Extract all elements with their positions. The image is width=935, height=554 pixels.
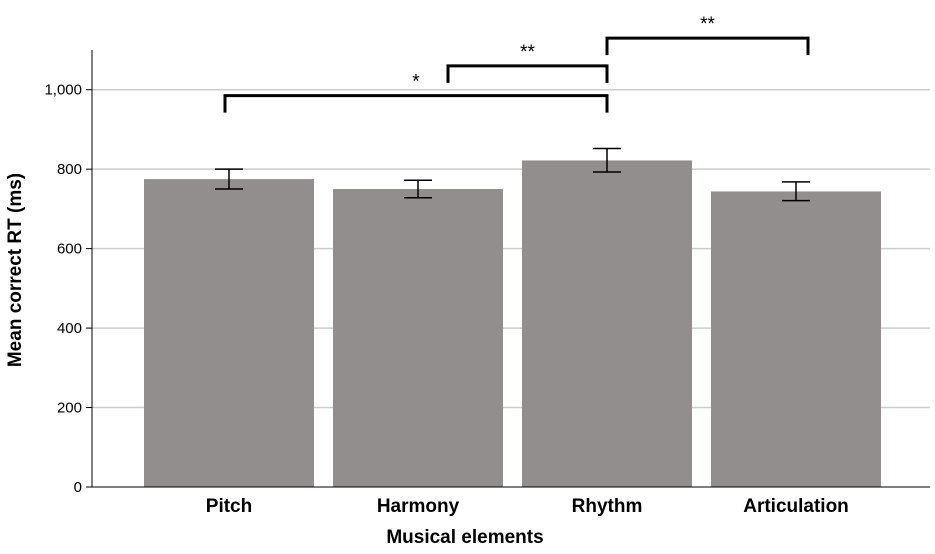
significance-brackets: ***** (223, 14, 810, 113)
x-tick-label: Pitch (206, 496, 252, 517)
bars (144, 160, 881, 488)
significance-label: * (412, 72, 420, 93)
x-tick-label: Rhythm (572, 496, 643, 517)
bar-articulation (711, 191, 881, 488)
bar-harmony (333, 189, 503, 487)
bar-rhythm (522, 160, 692, 487)
x-tick-label: Articulation (743, 496, 849, 517)
significance-bracket (446, 64, 609, 83)
x-axis-title: Musical elements (386, 527, 543, 548)
significance-bracket (223, 94, 609, 113)
bar-pitch (144, 179, 314, 487)
y-tick-label: 800 (57, 161, 82, 178)
significance-label: ** (700, 14, 715, 35)
y-axis-title: Mean correct RT (ms) (5, 173, 26, 367)
significance-label: ** (520, 42, 535, 63)
y-tick-label: 1,000 (44, 82, 82, 99)
y-tick-label: 0 (74, 479, 82, 496)
error-bars (215, 147, 810, 202)
x-tick-label: Harmony (377, 496, 460, 517)
y-tick-label: 200 (57, 400, 82, 417)
y-tick-label: 600 (57, 241, 82, 258)
significance-bracket (605, 36, 810, 56)
y-tick-label: 400 (57, 320, 82, 337)
